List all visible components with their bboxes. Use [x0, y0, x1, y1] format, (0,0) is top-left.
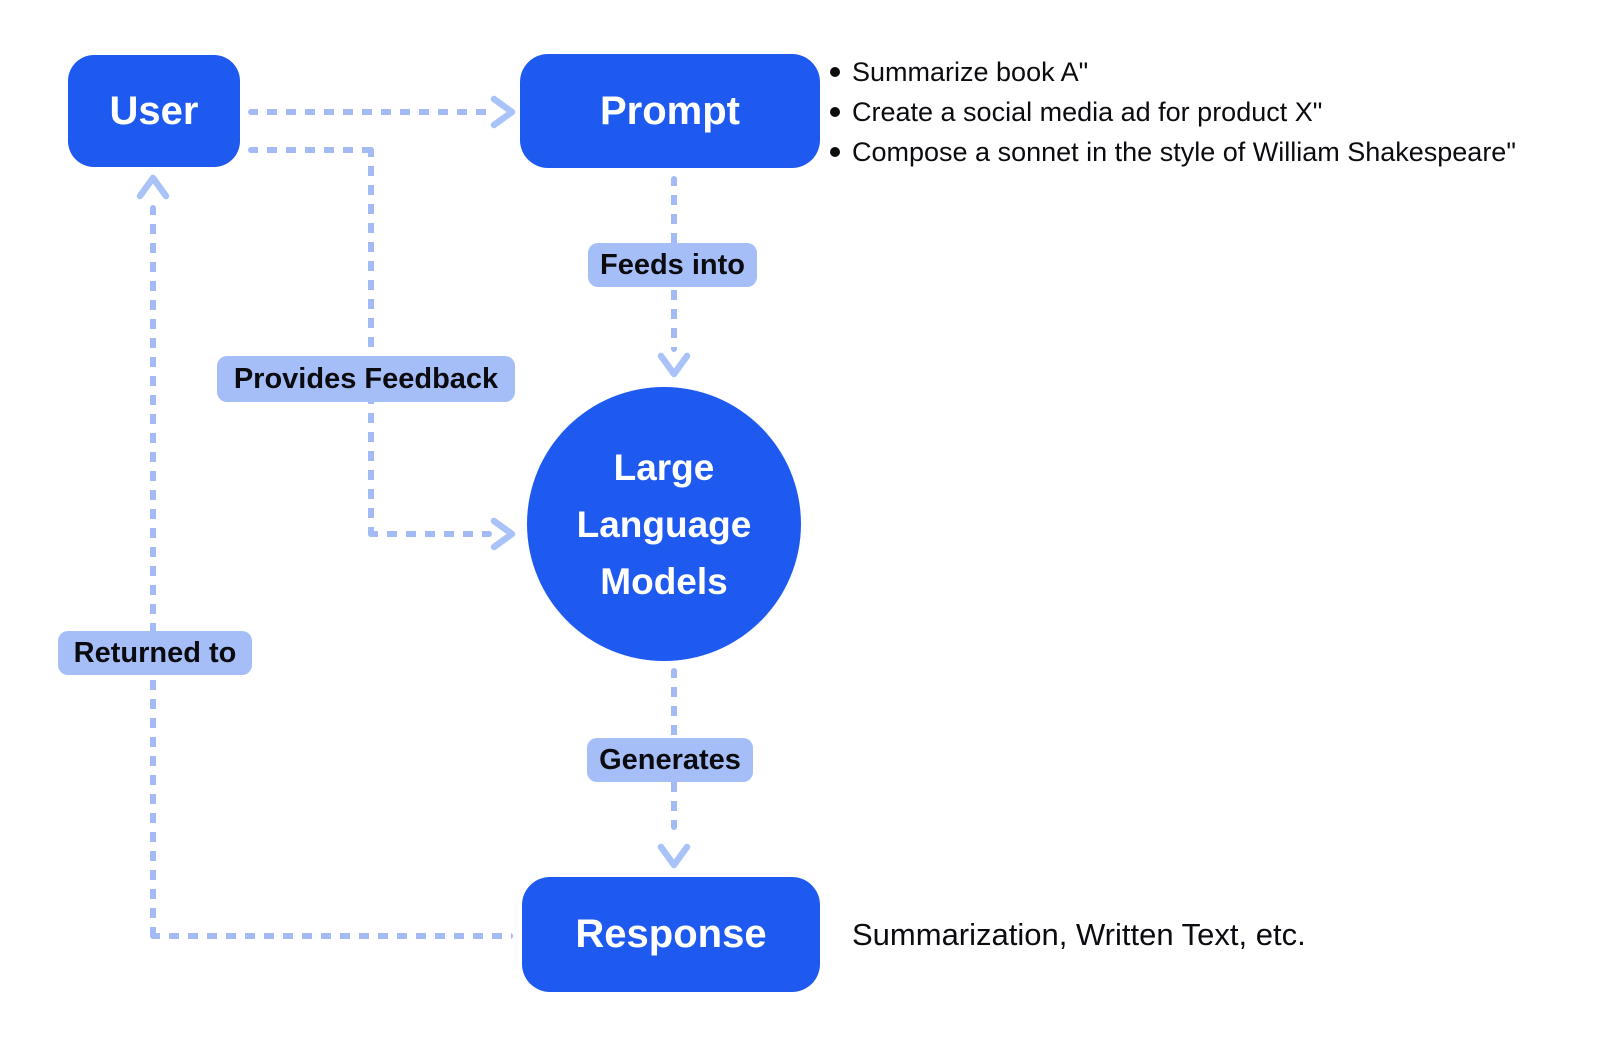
list-item: Compose a sonnet in the style of William… [830, 132, 1516, 172]
arrow-down-icon [657, 352, 691, 378]
llm-label-line: Models [600, 560, 728, 602]
edge-feedback-segment-bottom [368, 531, 492, 537]
prompt-example-text: Compose a sonnet in the style of William… [852, 136, 1516, 167]
list-item: Create a social media ad for product X" [830, 92, 1516, 132]
llm-label-line: Language [576, 503, 752, 545]
prompt-examples-list: Summarize book A" Create a social media … [830, 52, 1516, 172]
edge-returned-vertical [150, 205, 156, 939]
bullet-icon [830, 107, 840, 117]
edge-feedback-segment-vertical [368, 147, 374, 537]
node-user: User [68, 55, 240, 167]
response-examples-text: Summarization, Written Text, etc. [852, 916, 1306, 952]
edge-label-provides-feedback: Provides Feedback [217, 356, 515, 402]
edge-label-returned-to: Returned to [58, 631, 252, 675]
node-large-language-models: Large Language Models [527, 387, 801, 661]
arrow-right-icon [490, 95, 516, 129]
edge-response-horizontal [150, 933, 513, 939]
arrow-up-icon [136, 174, 170, 200]
llm-label-line: Large [613, 446, 715, 488]
node-response: Response [522, 877, 820, 992]
bullet-icon [830, 147, 840, 157]
node-prompt: Prompt [520, 54, 820, 168]
prompt-example-text: Summarize book A" [852, 56, 1089, 87]
bullet-icon [830, 67, 840, 77]
edge-feedback-segment-top [248, 147, 374, 153]
edge-label-feeds-into: Feeds into [588, 243, 757, 287]
list-item: Summarize book A" [830, 52, 1516, 92]
prompt-example-text: Create a social media ad for product X" [852, 96, 1323, 127]
arrow-right-icon [490, 517, 516, 551]
arrow-down-icon [657, 843, 691, 869]
edge-label-generates: Generates [587, 738, 753, 782]
edge-user-to-prompt [248, 109, 492, 115]
